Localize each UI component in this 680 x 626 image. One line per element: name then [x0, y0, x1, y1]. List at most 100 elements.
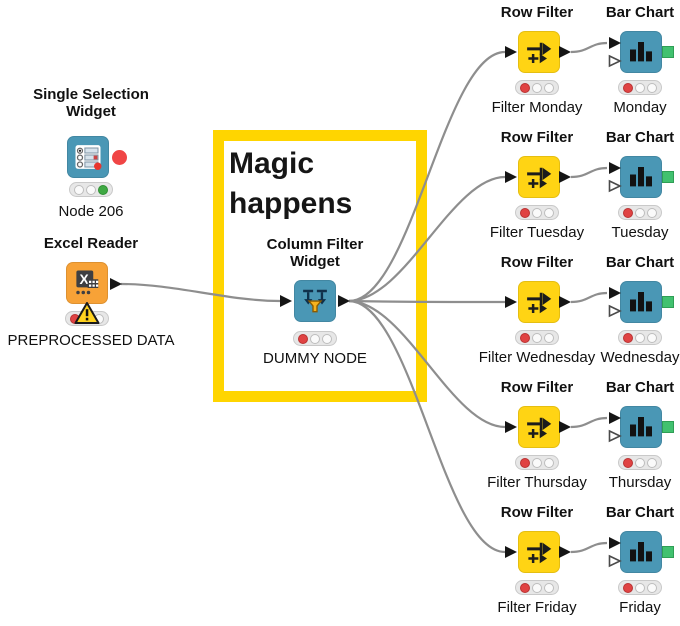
bar-chart-optional-input-port[interactable] [608, 554, 622, 568]
single-selection-widget-title: Single Selection Widget [33, 86, 149, 120]
wire-to-filter-thursday[interactable] [348, 299, 506, 429]
wire-excel-to-column-filter[interactable] [120, 282, 281, 303]
row-filter-label: Filter Tuesday [489, 224, 585, 241]
bar-chart-optional-input-port[interactable] [608, 54, 622, 68]
row-filter-input-port[interactable] [504, 170, 518, 184]
bar-chart-node[interactable] [620, 406, 662, 448]
annotation-box[interactable]: Magic happens [213, 130, 427, 402]
traffic-light-configured [293, 331, 337, 346]
row-filter-output-port[interactable] [558, 545, 572, 559]
bar-chart-node[interactable] [620, 31, 662, 73]
row-filter-node[interactable] [518, 31, 560, 73]
workflow-row-thursday: Row Filter Filter Thursday Bar Chart Thu… [460, 379, 680, 501]
workflow-row-tuesday: Row Filter Filter Tuesday Bar Chart Tues… [460, 129, 680, 251]
row-filter-title: Row Filter [500, 129, 574, 146]
row-filter-output-port[interactable] [558, 170, 572, 184]
warning-icon [74, 301, 100, 325]
wire-to-filter-wednesday[interactable] [348, 299, 506, 304]
row-filter-icon [524, 537, 554, 567]
column-filter-output-port[interactable] [337, 294, 351, 308]
single-selection-icon [73, 142, 103, 172]
wire-filter-to-chart-monday[interactable] [570, 41, 608, 54]
wire-filter-to-chart-tuesday[interactable] [570, 166, 608, 179]
traffic-light-executed [69, 182, 113, 197]
row-filter-input-port[interactable] [504, 420, 518, 434]
row-filter-input-port[interactable] [504, 545, 518, 559]
bar-chart-image-output-port[interactable] [662, 421, 674, 433]
traffic-light-configured [515, 455, 559, 470]
single-selection-widget-node[interactable] [67, 136, 109, 178]
row-filter-output-port[interactable] [558, 295, 572, 309]
bar-chart-optional-input-port[interactable] [608, 429, 622, 443]
bar-chart-node[interactable] [620, 281, 662, 323]
column-filter-widget-node[interactable] [294, 280, 336, 322]
row-filter-node[interactable] [518, 281, 560, 323]
row-filter-title: Row Filter [500, 4, 574, 21]
bar-chart-image-output-port[interactable] [662, 171, 674, 183]
row-filter-output-port[interactable] [558, 420, 572, 434]
traffic-light-configured [515, 330, 559, 345]
wire-filter-to-chart-wednesday[interactable] [570, 291, 608, 304]
excel-icon [72, 268, 102, 298]
excel-reader-label: PREPROCESSED DATA [7, 332, 175, 349]
traffic-light-configured [618, 80, 662, 95]
bar-chart-label: Thursday [608, 474, 672, 491]
bar-chart-image-output-port[interactable] [662, 46, 674, 58]
traffic-light-configured [618, 455, 662, 470]
column-filter-icon [300, 286, 330, 316]
row-filter-node[interactable] [518, 406, 560, 448]
row-filter-icon [524, 287, 554, 317]
excel-reader-node[interactable] [66, 262, 108, 304]
bar-chart-optional-input-port[interactable] [608, 304, 622, 318]
column-filter-widget-title: Column Filter Widget [266, 236, 364, 270]
bar-chart-label: Tuesday [611, 224, 669, 241]
wire-to-filter-monday[interactable] [348, 50, 506, 303]
bar-chart-label: Friday [619, 599, 661, 616]
bar-chart-label: Wednesday [600, 349, 680, 366]
column-filter-input-port[interactable] [279, 294, 293, 308]
column-filter-widget-label: DUMMY NODE [263, 350, 367, 367]
bar-chart-input-port[interactable] [608, 286, 622, 300]
traffic-light-configured [618, 580, 662, 595]
bar-chart-image-output-port[interactable] [662, 546, 674, 558]
row-filter-icon [524, 412, 554, 442]
row-filter-node[interactable] [518, 531, 560, 573]
excel-output-port[interactable] [109, 277, 123, 291]
flow-variable-output-port[interactable] [112, 150, 127, 165]
bar-chart-image-output-port[interactable] [662, 296, 674, 308]
row-filter-output-port[interactable] [558, 45, 572, 59]
row-filter-node[interactable] [518, 156, 560, 198]
bar-chart-label: Monday [613, 99, 667, 116]
bar-chart-icon [626, 37, 656, 67]
wire-to-filter-friday[interactable] [348, 299, 506, 554]
workflow-row-wednesday: Row Filter Filter Wednesday Bar Chart We… [460, 254, 680, 376]
row-filter-input-port[interactable] [504, 295, 518, 309]
row-filter-input-port[interactable] [504, 45, 518, 59]
wire-to-filter-tuesday[interactable] [348, 175, 506, 303]
single-selection-widget-label: Node 206 [58, 203, 124, 220]
wire-filter-to-chart-thursday[interactable] [570, 416, 608, 429]
bar-chart-title: Bar Chart [605, 379, 675, 396]
bar-chart-input-port[interactable] [608, 161, 622, 175]
bar-chart-input-port[interactable] [608, 411, 622, 425]
bar-chart-input-port[interactable] [608, 536, 622, 550]
bar-chart-node[interactable] [620, 156, 662, 198]
traffic-light-configured [618, 205, 662, 220]
row-filter-label: Filter Monday [491, 99, 583, 116]
row-filter-icon [524, 37, 554, 67]
row-filter-title: Row Filter [500, 504, 574, 521]
bar-chart-title: Bar Chart [605, 4, 675, 21]
traffic-light-configured [515, 580, 559, 595]
bar-chart-title: Bar Chart [605, 504, 675, 521]
bar-chart-input-port[interactable] [608, 36, 622, 50]
bar-chart-node[interactable] [620, 531, 662, 573]
bar-chart-title: Bar Chart [605, 254, 675, 271]
row-filter-title: Row Filter [500, 254, 574, 271]
bar-chart-icon [626, 162, 656, 192]
wire-filter-to-chart-friday[interactable] [570, 541, 608, 554]
bar-chart-optional-input-port[interactable] [608, 179, 622, 193]
workflow-row-monday: Row Filter Filter Monday Bar Chart Monda… [460, 4, 680, 126]
annotation-text: Magic happens [229, 147, 353, 220]
traffic-light-configured [515, 80, 559, 95]
